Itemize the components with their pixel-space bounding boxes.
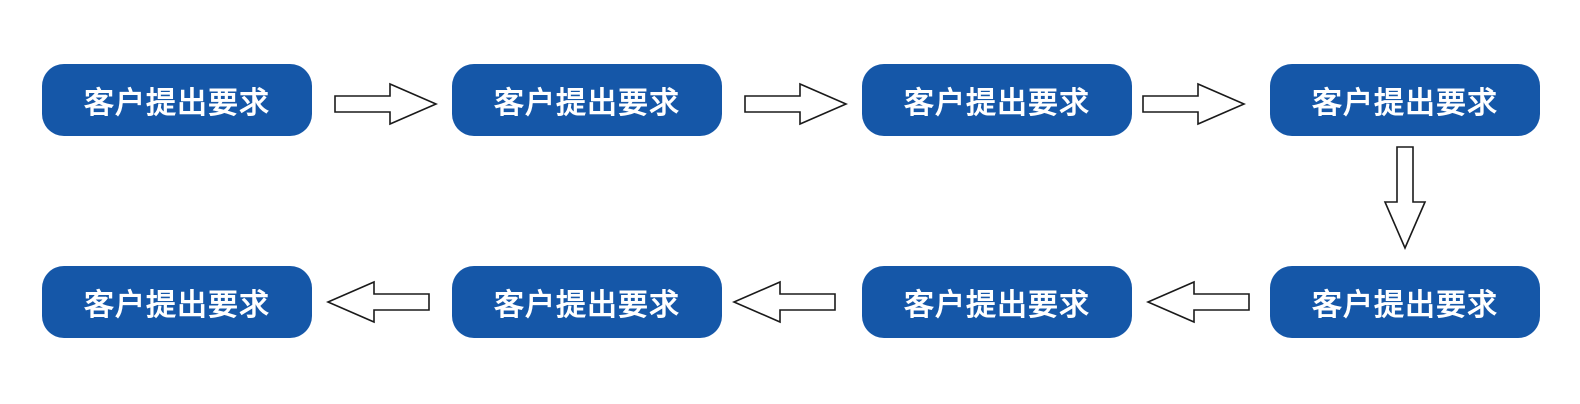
flow-step-1: 客户提出要求 xyxy=(42,64,312,136)
arrow-left-icon xyxy=(731,280,836,324)
flow-step-8: 客户提出要求 xyxy=(42,266,312,338)
flow-step-4: 客户提出要求 xyxy=(1270,64,1540,136)
flow-step-2: 客户提出要求 xyxy=(452,64,722,136)
flow-step-5: 客户提出要求 xyxy=(1270,266,1540,338)
arrow-down-icon xyxy=(1383,146,1427,251)
arrow-right-icon xyxy=(1142,82,1247,126)
arrow-left-icon xyxy=(1145,280,1250,324)
flow-step-3: 客户提出要求 xyxy=(862,64,1132,136)
arrow-right-icon xyxy=(334,82,439,126)
flow-step-7: 客户提出要求 xyxy=(452,266,722,338)
arrow-right-icon xyxy=(744,82,849,126)
flow-step-6: 客户提出要求 xyxy=(862,266,1132,338)
arrow-left-icon xyxy=(325,280,430,324)
